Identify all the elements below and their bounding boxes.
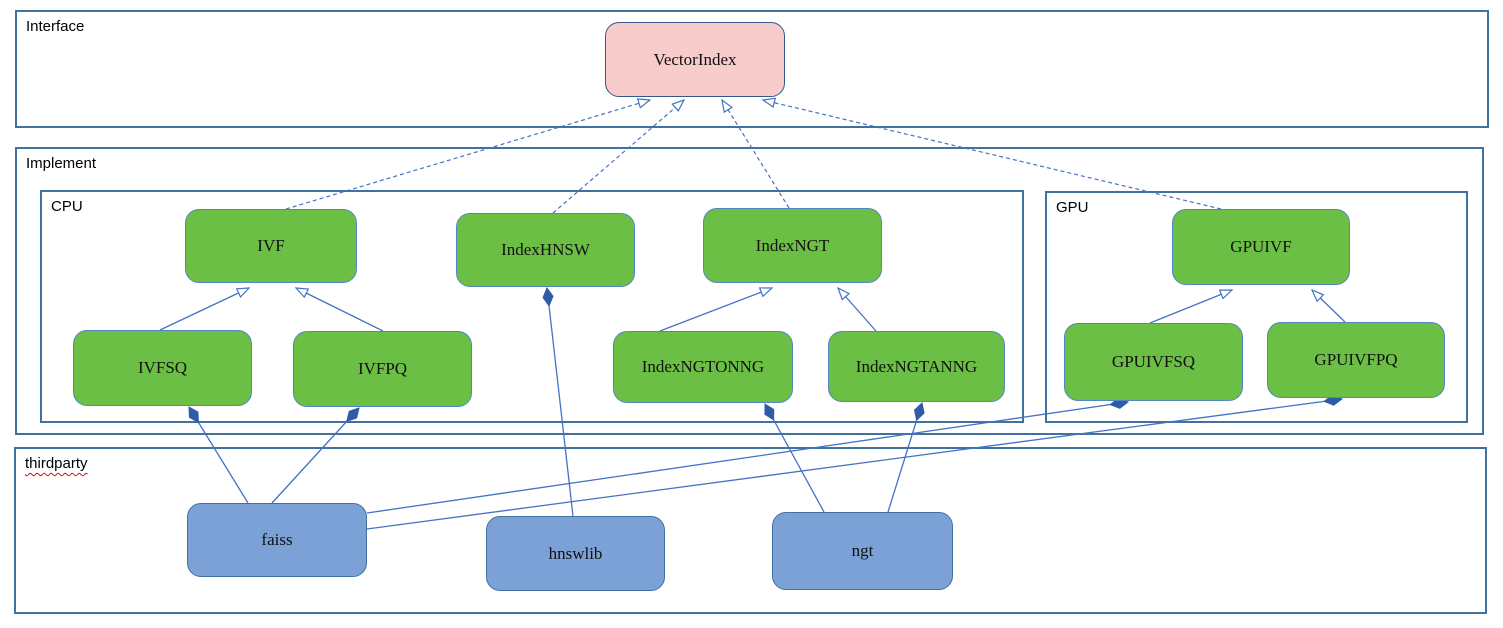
edge-generalization-GPUIVFPQ-GPUIVF[interactable] (1312, 290, 1346, 323)
node-label-indexhnsw: IndexHNSW (501, 240, 590, 259)
edge-generalization-GPUIVFSQ-GPUIVF[interactable] (1149, 290, 1232, 324)
node-indexhnsw[interactable]: IndexHNSW (456, 213, 635, 287)
node-label-gpuivfsq: GPUIVFSQ (1111, 352, 1196, 371)
node-ivf[interactable]: IVF (185, 209, 357, 283)
edge-composition-GPUIVFSQ-faiss[interactable] (366, 402, 1128, 514)
node-label-gpuivf: GPUIVF (1230, 237, 1292, 256)
node-label-indexngt: IndexNGT (755, 235, 830, 255)
section-gpu[interactable]: GPU (1045, 191, 1468, 423)
node-faiss[interactable]: faiss (187, 503, 367, 577)
node-indexngtanng[interactable]: IndexNGTANNG (828, 331, 1005, 402)
node-label-hnswlib: hnswlib (548, 543, 603, 563)
node-label-indexngtanng: IndexNGTANNG (855, 356, 978, 376)
edge-composition-IVFSQ-faiss[interactable] (188, 407, 249, 504)
edge-realization-IVF-VectorIndex[interactable] (285, 100, 650, 210)
edge-realization-IndexHNSW-VectorIndex[interactable] (552, 100, 684, 214)
node-label-vectorindex: VectorIndex (653, 49, 737, 69)
edge-realization-IndexNGT-VectorIndex[interactable] (722, 100, 790, 209)
node-label-faiss: faiss (261, 530, 293, 549)
edge-generalization-IVFPQ-IVF[interactable] (296, 288, 384, 332)
node-ivfsq[interactable]: IVFSQ (73, 330, 252, 406)
section-thirdparty[interactable]: thirdparty (14, 447, 1487, 614)
edge-composition-IndexNGTONNG-ngt[interactable] (765, 404, 825, 513)
edge-generalization-IndexNGTANNG-IndexNGT[interactable] (838, 288, 877, 332)
section-label-interface: Interface (26, 18, 85, 35)
section-label-cpu: CPU (51, 198, 83, 215)
node-ngt[interactable]: ngt (772, 512, 953, 590)
node-vectorindex[interactable]: VectorIndex (605, 22, 785, 97)
node-indexngt[interactable]: IndexNGT (703, 208, 882, 283)
node-label-ivf: IVF (257, 236, 285, 255)
node-label-ivfpq: IVFPQ (357, 359, 408, 378)
section-implement[interactable]: Implement (15, 147, 1484, 435)
edge-realization-GPUIVF-VectorIndex[interactable] (763, 100, 1222, 210)
node-hnswlib[interactable]: hnswlib (486, 516, 665, 591)
edge-composition-IndexHNSW-hnswlib[interactable] (547, 288, 574, 517)
edge-generalization-IVFSQ-IVF[interactable] (159, 288, 249, 331)
node-indexngtonng[interactable]: IndexNGTONNG (613, 331, 793, 403)
section-label-gpu: GPU (1056, 199, 1089, 216)
node-gpuivf[interactable]: GPUIVF (1172, 209, 1350, 285)
node-label-ivfsq: IVFSQ (137, 358, 188, 377)
node-label-ngt: ngt (851, 541, 874, 560)
node-gpuivfsq[interactable]: GPUIVFSQ (1064, 323, 1243, 401)
section-interface[interactable]: Interface (15, 10, 1489, 128)
node-gpuivfpq[interactable]: GPUIVFPQ (1267, 322, 1445, 398)
edge-composition-IVFPQ-faiss[interactable] (271, 408, 359, 504)
section-label-thirdparty: thirdparty (25, 455, 88, 472)
section-label-implement: Implement (26, 155, 97, 172)
edge-composition-GPUIVFPQ-faiss[interactable] (366, 399, 1342, 530)
node-label-gpuivfpq: GPUIVFPQ (1314, 350, 1398, 369)
edge-generalization-IndexNGTONNG-IndexNGT[interactable] (659, 288, 772, 332)
section-cpu[interactable]: CPU (40, 190, 1024, 423)
node-ivfpq[interactable]: IVFPQ (293, 331, 472, 407)
node-label-indexngtonng: IndexNGTONNG (641, 357, 765, 376)
